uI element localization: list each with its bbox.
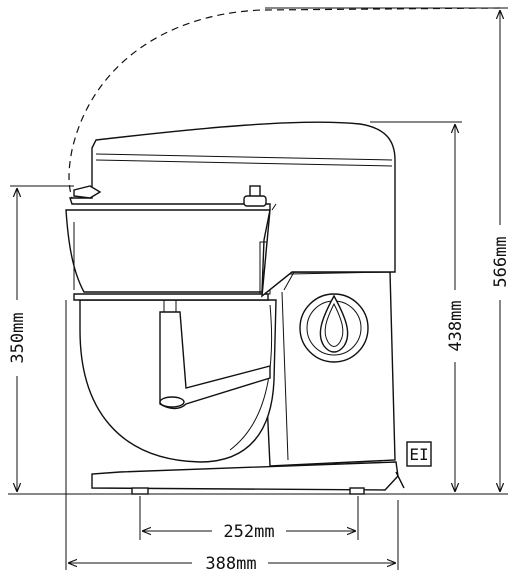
dimension-label-438: 438mm xyxy=(446,300,466,351)
speed-dial[interactable] xyxy=(299,293,369,363)
dimension-label-350: 350mm xyxy=(8,312,28,363)
left-foot xyxy=(131,487,149,495)
dimension-overall-height: 566mm xyxy=(491,10,511,492)
badge-label: EI xyxy=(409,445,428,464)
dimension-body-height: 438mm xyxy=(446,124,466,492)
mixer-head xyxy=(69,121,396,298)
dimension-label-252: 252mm xyxy=(223,522,274,542)
splash-guard xyxy=(65,209,271,293)
ei-badge: EI xyxy=(406,441,432,467)
dimension-head-height: 350mm xyxy=(8,188,28,492)
tilt-lever xyxy=(73,185,102,199)
bowl-rim xyxy=(73,293,269,301)
dimension-label-566: 566mm xyxy=(491,236,511,287)
dimension-overall-width: 388mm xyxy=(68,554,396,574)
dimension-label-388: 388mm xyxy=(205,554,256,574)
dimension-feet-spacing: 252mm xyxy=(142,522,356,542)
release-lever xyxy=(395,471,405,489)
tilt-arc xyxy=(68,7,501,199)
right-foot xyxy=(349,487,365,495)
mixer-base xyxy=(91,461,399,491)
